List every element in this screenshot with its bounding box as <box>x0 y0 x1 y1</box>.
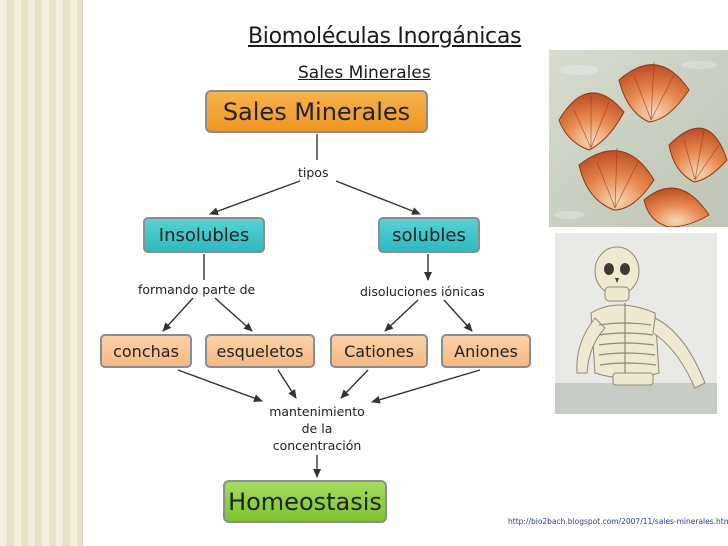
node-aniones: Aniones <box>441 334 531 368</box>
arrow-tipos-to-solubles <box>335 180 421 215</box>
arrow-disoluciones-to-aniones <box>443 299 473 332</box>
edge-label-disoluciones-ionicas: disoluciones iónicas <box>360 284 485 299</box>
arrow-esqueletos-to-mantenimiento <box>277 369 297 399</box>
arrow-aniones-to-mantenimiento <box>371 369 481 404</box>
arrow-conchas-to-mantenimiento <box>177 369 263 402</box>
node-aniones-label: Aniones <box>454 341 518 361</box>
node-sales-minerales: Sales Minerales <box>205 90 428 133</box>
node-insolubles-label: Insolubles <box>158 224 250 246</box>
mantenimiento-line-2: de la <box>301 421 333 436</box>
arrow-tipos-to-insolubles <box>209 180 301 216</box>
edge-label-formando-parte-de: formando parte de <box>138 282 256 297</box>
source-url: http://bio2bach.blogspot.com/2007/11/sal… <box>508 517 728 526</box>
node-cationes: Cationes <box>330 334 428 368</box>
node-homeostasis: Homeostasis <box>223 480 387 523</box>
node-solubles-label: solubles <box>392 224 466 246</box>
slide-title: Biomoléculas Inorgánicas <box>248 24 522 49</box>
node-sales-minerales-label: Sales Minerales <box>222 97 411 126</box>
edge-label-tipos: tipos <box>298 165 329 180</box>
node-mantenimiento-text: mantenimiento de la concentración <box>262 403 372 454</box>
node-esqueletos-label: esqueletos <box>216 341 304 361</box>
slide-subtitle: Sales Minerales <box>298 63 431 83</box>
arrow-cationes-to-mantenimiento <box>340 369 369 399</box>
node-homeostasis-label: Homeostasis <box>228 487 382 516</box>
decorative-left-stripe <box>0 0 83 546</box>
arrow-formando-to-conchas <box>162 297 194 332</box>
node-conchas-label: conchas <box>113 341 179 361</box>
node-conchas: conchas <box>100 334 192 368</box>
node-solubles: solubles <box>378 217 480 253</box>
arrow-disoluciones-to-cationes <box>384 299 419 332</box>
skeleton-photo <box>555 233 717 414</box>
node-esqueletos: esqueletos <box>205 334 315 368</box>
seashells-photo <box>549 50 728 227</box>
mantenimiento-line-3: concentración <box>272 438 362 453</box>
node-cationes-label: Cationes <box>344 341 414 361</box>
mantenimiento-line-1: mantenimiento <box>269 404 365 419</box>
node-insolubles: Insolubles <box>143 217 265 253</box>
arrow-formando-to-esqueletos <box>214 297 253 332</box>
